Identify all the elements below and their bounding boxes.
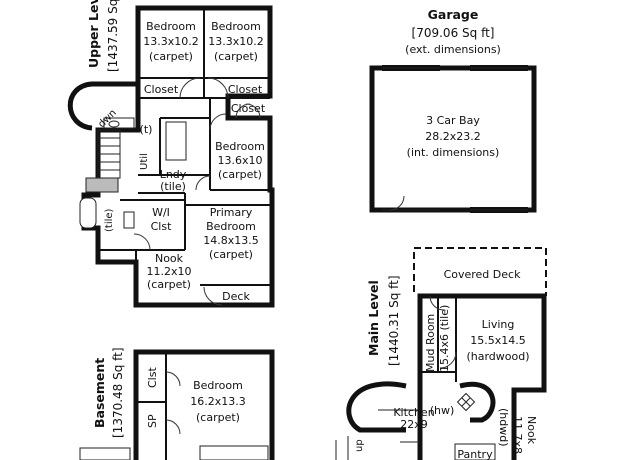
basement-plan: Basement [1370.48 Sq ft] Clst SP Bedroom… bbox=[79, 347, 275, 460]
garage-ext-note: (ext. dimensions) bbox=[405, 43, 501, 56]
upper-bedroom-a-dims: 13.3x10.2 bbox=[143, 35, 199, 48]
upper-closet-c: Closet bbox=[231, 102, 266, 115]
basement-bedroom-floor: (carpet) bbox=[196, 411, 240, 424]
upper-closet-b: Closet bbox=[228, 83, 263, 96]
upper-primary-floor: (carpet) bbox=[209, 248, 253, 261]
living-dims: 15.5x14.5 bbox=[470, 334, 526, 347]
basement-counter bbox=[199, 445, 269, 460]
upper-closet-a: Closet bbox=[144, 83, 179, 96]
main-nook-dims: 11.7x8 bbox=[511, 416, 524, 454]
main-level-title: Main Level bbox=[366, 280, 381, 356]
basement-title: Basement bbox=[92, 358, 107, 428]
basement-area: [1370.48 Sq ft] bbox=[111, 347, 125, 438]
basement-walls bbox=[133, 349, 275, 460]
upper-ensuite-tag: (tile) bbox=[104, 208, 115, 232]
basement-closet-label: Clst bbox=[146, 367, 159, 388]
upper-nook-floor: (carpet) bbox=[147, 278, 191, 291]
covered-deck-outline bbox=[413, 247, 547, 296]
living-floor: (hardwood) bbox=[466, 350, 529, 363]
upper-util-label: Util bbox=[139, 153, 150, 170]
upper-level-turret bbox=[67, 81, 138, 131]
bathtub-fixture bbox=[79, 197, 97, 229]
main-level-walls bbox=[417, 293, 547, 460]
pantry-box bbox=[454, 443, 496, 460]
upper-primary-line2: Bedroom bbox=[206, 220, 256, 233]
toilet-fixture bbox=[123, 211, 135, 229]
upper-level-title: Upper Level bbox=[86, 0, 101, 68]
upper-primary-dims: 14.8x13.5 bbox=[203, 234, 259, 247]
pantry-label: Pantry bbox=[457, 448, 493, 460]
upper-bedroom-c-floor: (carpet) bbox=[218, 168, 262, 181]
main-nook-name: Nook bbox=[525, 416, 538, 445]
upper-bedroom-a-name: Bedroom bbox=[146, 20, 196, 33]
upper-bedroom-b-dims: 13.3x10.2 bbox=[208, 35, 264, 48]
upper-stairs bbox=[85, 129, 121, 193]
upper-primary-line1: Primary bbox=[210, 206, 253, 219]
garage-bay-note: (int. dimensions) bbox=[407, 146, 500, 159]
basement-bedroom-dims: 16.2x13.3 bbox=[190, 395, 246, 408]
kitchen-name: Kitchen bbox=[393, 406, 434, 419]
basement-fixture bbox=[79, 447, 131, 460]
living-name: Living bbox=[482, 318, 515, 331]
upper-deck-label: Deck bbox=[222, 290, 250, 303]
upper-laundry-name: Lndy bbox=[160, 168, 187, 181]
upper-bedroom-b-name: Bedroom bbox=[211, 20, 261, 33]
main-nook-floor: (hdwd) bbox=[497, 408, 510, 447]
basement-bedroom-name: Bedroom bbox=[193, 379, 243, 392]
upper-bedroom-b-floor: (carpet) bbox=[214, 50, 258, 63]
mud-room-name: Mud Room bbox=[424, 314, 437, 372]
upper-level-plan: Upper Level [1437.59 Sq ft] Bedroom 13.3… bbox=[67, 0, 275, 308]
upper-level-area: [1437.59 Sq ft] bbox=[106, 0, 120, 72]
main-level-area: [1440.31 Sq ft] bbox=[387, 275, 401, 366]
basement-sp-label: SP bbox=[146, 414, 159, 428]
main-level-turret bbox=[346, 381, 407, 433]
main-level-plan: Main Level [1440.31 Sq ft] Covered Deck … bbox=[335, 247, 547, 460]
mud-room-dims: 15.4x6 (tile) bbox=[438, 305, 451, 372]
hw-label: (hw) bbox=[430, 404, 455, 417]
upper-wic-line1: W/I bbox=[152, 206, 170, 219]
main-up-label: up bbox=[354, 439, 365, 452]
kitchen-dims: 22x9 bbox=[400, 418, 428, 431]
upper-interior-walls bbox=[98, 8, 272, 286]
garage-bay-name: 3 Car Bay bbox=[426, 114, 480, 127]
upper-wic-line2: Clst bbox=[151, 220, 172, 233]
garage-area: [709.06 Sq ft] bbox=[412, 26, 495, 40]
upper-bath-tag: (t) bbox=[140, 123, 153, 136]
garage-title: Garage bbox=[428, 7, 479, 22]
covered-deck-label: Covered Deck bbox=[444, 268, 522, 281]
upper-laundry-floor: (tile) bbox=[160, 180, 186, 193]
upper-nook-dims: 11.2x10 bbox=[147, 265, 192, 278]
shower-fixture bbox=[165, 121, 187, 161]
upper-bedroom-c-name: Bedroom bbox=[215, 140, 265, 153]
main-nook-bay bbox=[459, 381, 496, 423]
garage-plan: Garage [709.06 Sq ft] (ext. dimensions) … bbox=[369, 7, 537, 213]
upper-bedroom-a-floor: (carpet) bbox=[149, 50, 193, 63]
upper-nook-name: Nook bbox=[155, 252, 184, 265]
upper-bedroom-c-dims: 13.6x10 bbox=[218, 154, 263, 167]
garage-bay-dims: 28.2x23.2 bbox=[425, 130, 481, 143]
